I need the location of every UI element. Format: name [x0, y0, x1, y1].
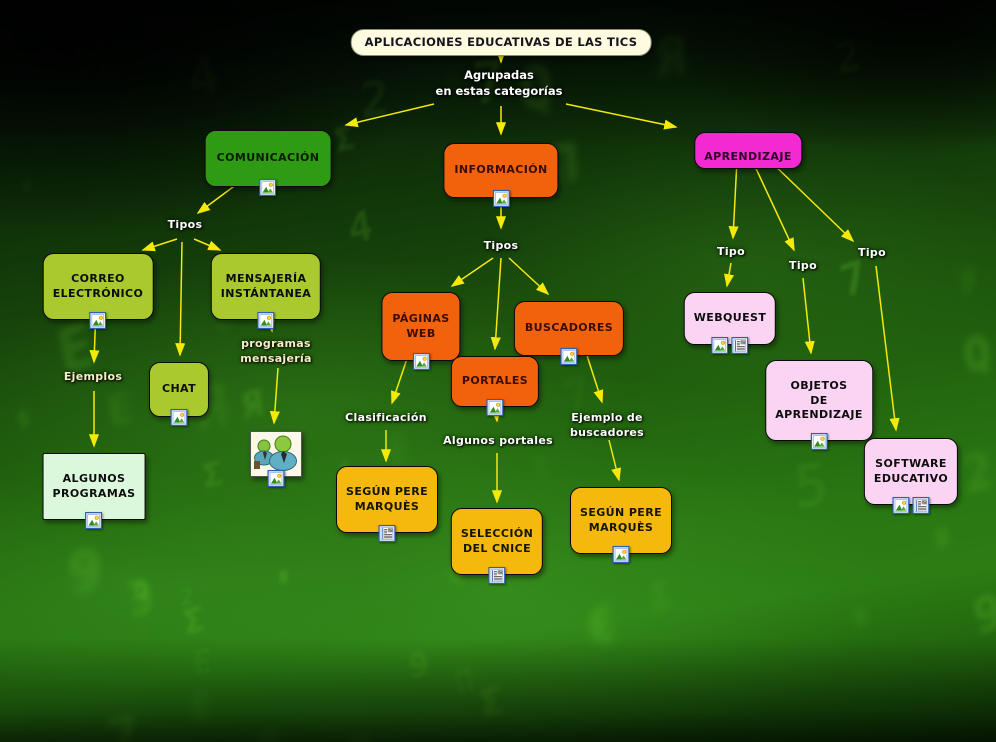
- link-label-tipos-comunicacion[interactable]: Tipos: [167, 218, 203, 231]
- node-portales[interactable]: PORTALES: [450, 356, 540, 416]
- connector-line: [751, 159, 795, 252]
- resource-icons: [486, 398, 504, 416]
- link-label-tipo-software[interactable]: Tipo: [858, 246, 886, 259]
- node-software-educativo[interactable]: SOFTWARE EDUCATIVO: [863, 438, 959, 515]
- connector-line: [175, 241, 186, 357]
- node-comunicacion[interactable]: COMUNICACIÓN: [204, 130, 332, 196]
- node-segun-pere-marques-1[interactable]: SEGÚN PERE MARQUÈS: [336, 466, 438, 543]
- connector-line: [608, 439, 622, 482]
- image-icon[interactable]: [711, 336, 729, 354]
- image-icon[interactable]: [612, 546, 630, 564]
- connector-line: [767, 158, 855, 243]
- node-label: SELECCIÓN DEL CNICE: [460, 527, 534, 555]
- resource-icons: [810, 433, 828, 451]
- resource-icons: [257, 312, 275, 330]
- node-title[interactable]: APLICACIONES EDUCATIVAS DE LAS TICS: [350, 29, 652, 56]
- node-mensajeria-imagen[interactable]: [250, 431, 302, 487]
- node-objetos-de-aprendizaje[interactable]: OBJETOS DE APRENDIZAJE: [765, 360, 873, 451]
- resource-icons: [892, 497, 930, 515]
- node-label: PORTALES: [461, 374, 529, 388]
- connector-line: [141, 238, 178, 252]
- node-label: CHAT: [161, 382, 197, 396]
- resource-icons: [85, 512, 103, 530]
- image-icon[interactable]: [492, 189, 510, 207]
- resource-icons: [267, 470, 285, 487]
- connector-line: [193, 238, 222, 251]
- resource-icons: [378, 525, 396, 543]
- resource-icons: [89, 312, 107, 330]
- connector-line: [875, 265, 900, 432]
- node-chat[interactable]: CHAT: [148, 362, 210, 426]
- node-label: SEGÚN PERE MARQUÈS: [346, 485, 428, 513]
- node-label: MENSAJERÍA INSTÁNTANEA: [220, 272, 312, 300]
- image-icon[interactable]: [810, 433, 828, 451]
- node-label: SOFTWARE EDUCATIVO: [873, 457, 949, 485]
- resource-icons: [170, 408, 188, 426]
- node-buscadores[interactable]: BUSCADORES: [513, 301, 625, 365]
- link-label-ejemplos[interactable]: Ejemplos: [63, 370, 123, 383]
- connector-line: [565, 103, 678, 130]
- node-label: INFORMACIÓN: [454, 163, 548, 177]
- node-label: OBJETOS DE APRENDIZAJE: [775, 379, 863, 421]
- link-label-ejemplo-de-buscadores[interactable]: Ejemplo de buscadores: [569, 411, 645, 439]
- resource-icons: [492, 189, 510, 207]
- connector-line: [724, 262, 735, 288]
- image-icon[interactable]: [412, 353, 430, 371]
- link-label-tipos-informacion[interactable]: Tipos: [483, 239, 519, 252]
- link-label-algunos-portales[interactable]: Algunos portales: [443, 434, 553, 447]
- node-seleccion-del-cnice[interactable]: SELECCIÓN DEL CNICE: [450, 508, 544, 585]
- image-icon[interactable]: [259, 178, 277, 196]
- image-icon[interactable]: [486, 398, 504, 416]
- connector-line: [802, 277, 815, 355]
- node-segun-pere-marques-2[interactable]: SEGÚN PERE MARQUÈS: [570, 487, 672, 564]
- node-correo-electronico[interactable]: CORREO ELECTRÓNICO: [42, 253, 154, 330]
- node-algunos-programas[interactable]: ALGUNOS PROGRAMAS: [42, 453, 146, 530]
- document-icon[interactable]: [488, 567, 506, 585]
- link-label-tipo-webquest[interactable]: Tipo: [717, 245, 745, 258]
- connector-line: [450, 257, 494, 287]
- connector-line: [269, 367, 280, 425]
- image-icon[interactable]: [560, 347, 578, 365]
- image-icon[interactable]: [257, 312, 275, 330]
- node-informacion[interactable]: INFORMACIÓN: [443, 143, 559, 207]
- image-icon[interactable]: [89, 312, 107, 330]
- node-label: APRENDIZAJE: [704, 150, 792, 164]
- node-label: PÁGINAS WEB: [392, 312, 450, 340]
- link-label-clasificacion[interactable]: Clasificación: [345, 411, 427, 424]
- connector-line: [728, 159, 739, 240]
- node-label: BUSCADORES: [524, 321, 614, 335]
- image-icon[interactable]: [170, 408, 188, 426]
- resource-icons: [612, 546, 630, 564]
- resource-icons: [711, 336, 749, 354]
- image-icon[interactable]: [892, 497, 910, 515]
- node-mensajeria-instantanea[interactable]: MENSAJERÍA INSTÁNTANEA: [210, 253, 322, 330]
- connector-line: [490, 257, 502, 351]
- image-icon[interactable]: [85, 512, 103, 530]
- document-icon[interactable]: [731, 336, 749, 354]
- link-label-tipo-objetos[interactable]: Tipo: [789, 259, 817, 272]
- node-label: SEGÚN PERE MARQUÈS: [580, 506, 662, 534]
- connector-line: [508, 257, 550, 296]
- node-label: CORREO ELECTRÓNICO: [52, 272, 144, 300]
- resource-icons: [488, 567, 506, 585]
- messenger-image: [250, 431, 302, 477]
- resource-icons: [560, 347, 578, 365]
- document-icon[interactable]: [912, 497, 930, 515]
- resource-icons: [412, 353, 430, 371]
- image-icon[interactable]: [267, 470, 285, 487]
- node-paginas-web[interactable]: PÁGINAS WEB: [381, 292, 461, 371]
- node-webquest[interactable]: WEBQUEST: [683, 292, 777, 354]
- resource-icons: [259, 178, 277, 196]
- link-label-programas-mensajeria[interactable]: programas mensajería: [240, 337, 312, 365]
- connector-line: [344, 103, 435, 128]
- node-label: WEBQUEST: [693, 311, 767, 325]
- node-label: ALGUNOS PROGRAMAS: [52, 472, 136, 500]
- root-linking-phrase[interactable]: Agrupadas en estas categorías: [435, 68, 563, 99]
- node-label: COMUNICACIÓN: [216, 151, 320, 165]
- document-icon[interactable]: [378, 525, 396, 543]
- node-aprendizaje[interactable]: APRENDIZAJE: [694, 132, 802, 169]
